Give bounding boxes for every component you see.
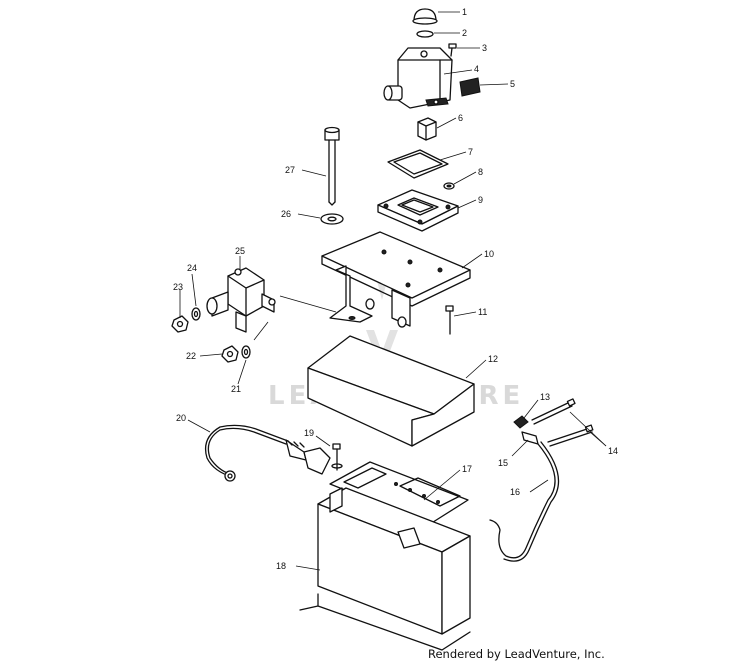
leader-lines [179,11,607,571]
part-cap [412,8,438,25]
part-cable-right [489,443,556,559]
footer-credit: Rendered by LeadVenture, Inc. [428,647,605,661]
part-washer-small [443,182,455,190]
part-gasket [387,149,449,179]
part-solenoid [206,267,276,333]
callout-4: 4 [474,64,479,74]
part-washer-21 [241,345,251,359]
part-screw-small [448,43,457,57]
callout-labels: 1 2 3 4 5 6 7 8 9 10 11 12 13 14 15 16 1… [173,7,618,571]
part-battery [299,487,471,651]
part-washer-26 [320,213,344,225]
part-housing [383,47,453,109]
callout-24: 24 [187,263,197,273]
callout-8: 8 [478,167,483,177]
callout-12: 12 [488,354,498,364]
callout-20: 20 [176,413,186,423]
callout-23: 23 [173,282,183,292]
part-solenoid-wire [253,295,337,341]
part-long-bolt [324,126,340,206]
part-o-ring [416,30,434,38]
part-cover [307,335,475,447]
part-base-plate [377,189,459,232]
part-bracket [321,231,471,328]
callout-21: 21 [231,384,241,394]
callout-22: 22 [186,351,196,361]
callout-16: 16 [510,487,520,497]
part-cable-end [521,431,539,445]
part-washer-24 [191,307,201,321]
callout-3: 3 [482,43,487,53]
callout-7: 7 [468,147,473,157]
part-block [417,117,437,141]
part-terminal-bolt [331,443,343,471]
part-nut-22 [221,345,239,363]
callout-10: 10 [484,249,494,259]
watermark-logo-mark-lower [366,330,398,372]
callout-25: 25 [235,246,245,256]
callout-17: 17 [462,464,472,474]
callout-18: 18 [276,561,286,571]
part-clamp [513,415,529,429]
callout-9: 9 [478,195,483,205]
part-screws-terminal [531,398,594,447]
callout-27: 27 [285,165,295,175]
part-nut-23 [171,315,189,333]
callout-6: 6 [458,113,463,123]
callout-13: 13 [540,392,550,402]
callout-15: 15 [498,458,508,468]
part-bolt [445,305,454,335]
part-cable-left [204,424,331,482]
callout-19: 19 [304,428,314,438]
callout-5: 5 [510,79,515,89]
callout-11: 11 [478,307,487,317]
part-label [459,77,481,97]
callout-26: 26 [281,209,291,219]
callout-14: 14 [608,446,618,456]
callout-1: 1 [462,7,467,17]
callout-2: 2 [462,28,467,38]
